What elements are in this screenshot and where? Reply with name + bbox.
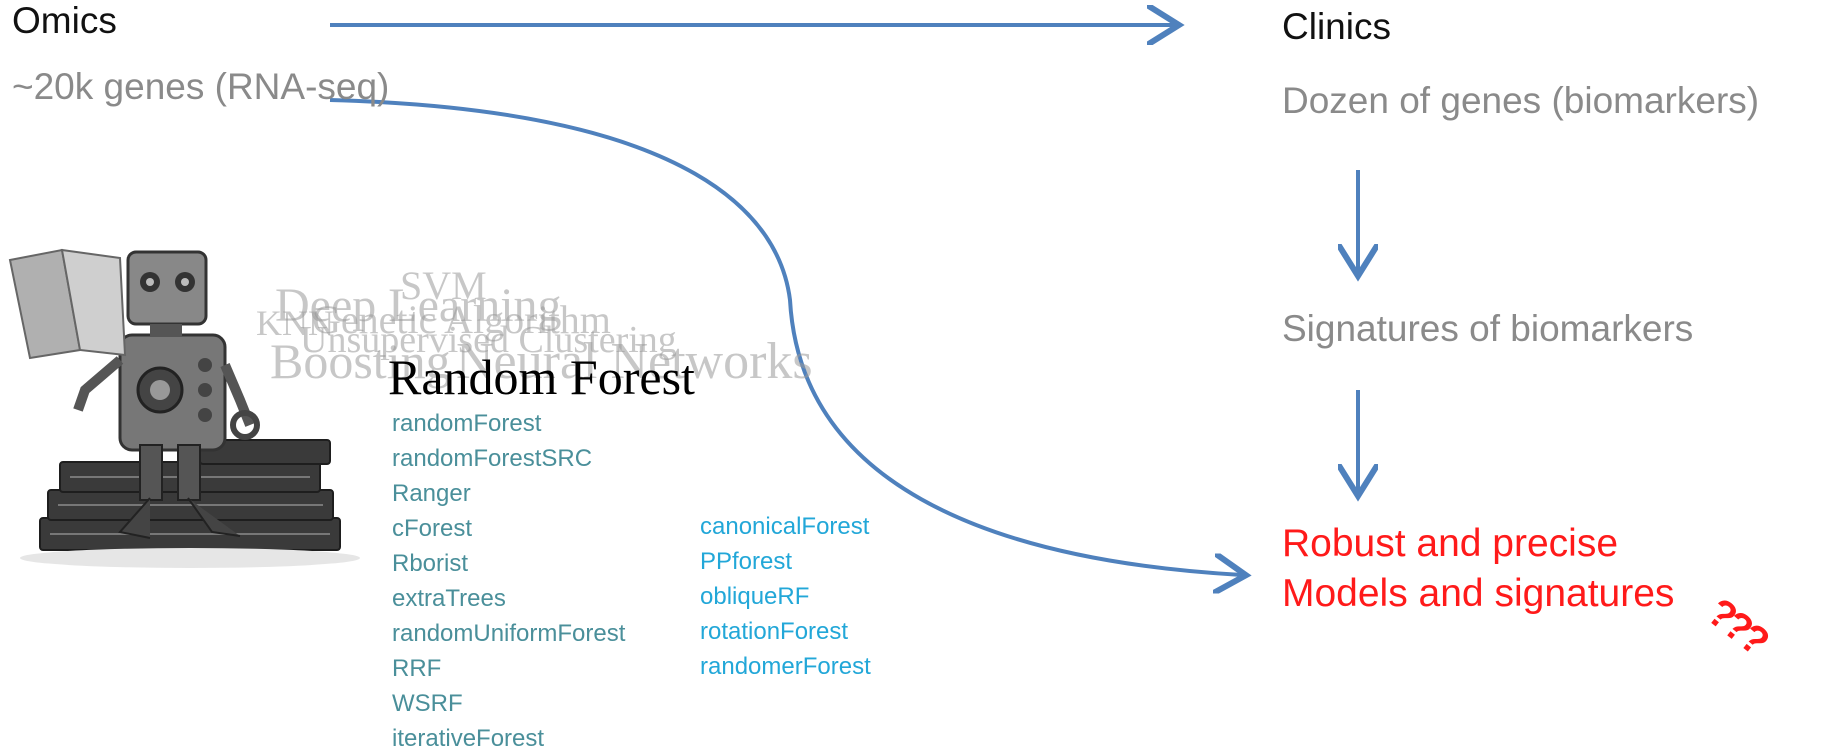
package-item: randomForestSRC bbox=[392, 445, 593, 472]
ghost-method: Neural Networks bbox=[456, 333, 813, 390]
package-item: WSRF bbox=[392, 690, 463, 717]
random-forest-heading: Random Forest bbox=[388, 349, 695, 405]
package-item: PPforest bbox=[700, 548, 793, 575]
omics-to-models-curve-arrow bbox=[329, 98, 1242, 575]
package-item: Rborist bbox=[392, 550, 469, 577]
package-item: randomUniformForest bbox=[392, 620, 626, 647]
package-item: canonicalForest bbox=[700, 513, 870, 540]
package-item: randomForest bbox=[392, 410, 542, 437]
ghost-method: SVM bbox=[400, 263, 487, 308]
goal-line-1: Robust and precise bbox=[1282, 522, 1619, 565]
robot-reading-books-illustration bbox=[8, 248, 360, 568]
ghost-method: Deep Learning bbox=[275, 279, 562, 332]
package-item: iterativeForest bbox=[392, 725, 545, 752]
ghost-method: Unsupervised Clustering bbox=[300, 319, 677, 361]
ghost-method: Genetic Algorithm bbox=[312, 297, 611, 342]
package-item: RRF bbox=[392, 655, 442, 682]
package-item: obliqueRF bbox=[700, 583, 810, 610]
goal-line-2: Models and signatures bbox=[1282, 572, 1675, 615]
package-item: rotationForest bbox=[700, 618, 849, 645]
ghost-method: KNN bbox=[256, 303, 334, 343]
omics-subtitle: ~20k genes (RNA-seq) bbox=[12, 66, 390, 107]
clinics-subtitle: Dozen of genes (biomarkers) bbox=[1282, 80, 1760, 121]
ghost-method: Boosting bbox=[270, 333, 451, 389]
package-item: extraTrees bbox=[392, 585, 506, 612]
omics-title: Omics bbox=[12, 0, 117, 41]
package-item: cForest bbox=[392, 515, 473, 542]
signatures-label: Signatures of biomarkers bbox=[1282, 308, 1694, 349]
package-item: randomerForest bbox=[700, 653, 871, 680]
package-item: Ranger bbox=[392, 480, 471, 507]
clinics-title: Clinics bbox=[1282, 6, 1391, 47]
